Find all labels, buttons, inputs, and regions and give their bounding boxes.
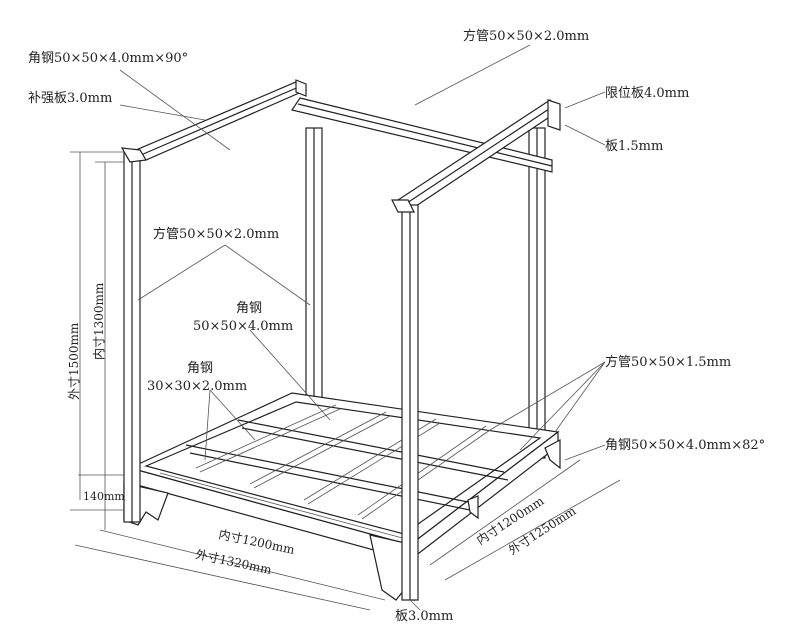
back-right-post — [528, 127, 546, 459]
label-bottom-plate: 板3.0mm — [395, 609, 453, 624]
foot-middle-right — [467, 495, 479, 520]
label-angle-small-1: 角钢 — [187, 361, 213, 376]
top-left-rail — [134, 79, 308, 161]
label-outer-length: 外寸1320mm — [194, 547, 273, 577]
label-top-tube: 方管50×50×2.0mm — [463, 28, 589, 44]
top-right-rail — [396, 99, 561, 211]
label-angle-mid-2: 50×50×4.0mm — [193, 319, 293, 334]
label-foot-height: 140mm — [83, 490, 125, 503]
label-limit-plate: 限位板4.0mm — [605, 86, 689, 101]
label-angle-mid-1: 角钢 — [236, 301, 262, 316]
label-reinforce-plate: 补强板3.0mm — [28, 91, 112, 106]
leader-lines — [119, 44, 606, 611]
label-inner-length: 内寸1200mm — [217, 527, 296, 557]
label-angle-small-2: 30×30×2.0mm — [147, 379, 247, 394]
label-outer-height: 外寸1500mm — [67, 322, 81, 400]
label-plate-15: 板1.5mm — [605, 139, 663, 154]
label-top-angle: 角钢50×50×4.0mm×90° — [28, 51, 188, 66]
label-inner-height: 内寸1300mm — [92, 282, 106, 360]
label-base-tube: 方管50×50×1.5mm — [605, 354, 731, 370]
dimension-lines — [70, 151, 621, 611]
label-foot-angle: 角钢50×50×4.0mm×82° — [605, 438, 765, 453]
back-left-post — [305, 127, 323, 399]
foot-back-right — [544, 439, 561, 470]
pallet-base — [128, 392, 560, 562]
front-left-post — [120, 147, 147, 523]
label-post-tube: 方管50×50×2.0mm — [153, 226, 279, 242]
